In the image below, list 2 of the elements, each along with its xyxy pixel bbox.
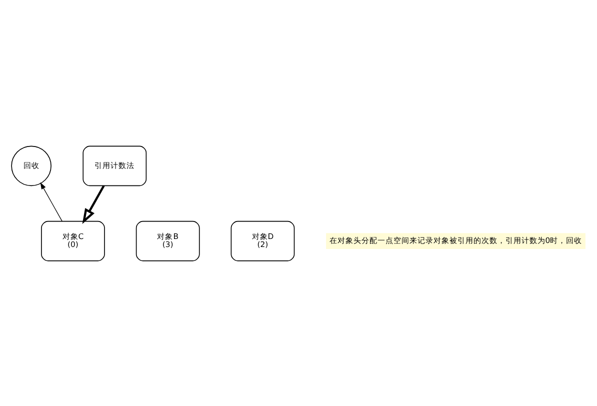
- arrow: [40, 182, 62, 221]
- arrow: [82, 184, 105, 224]
